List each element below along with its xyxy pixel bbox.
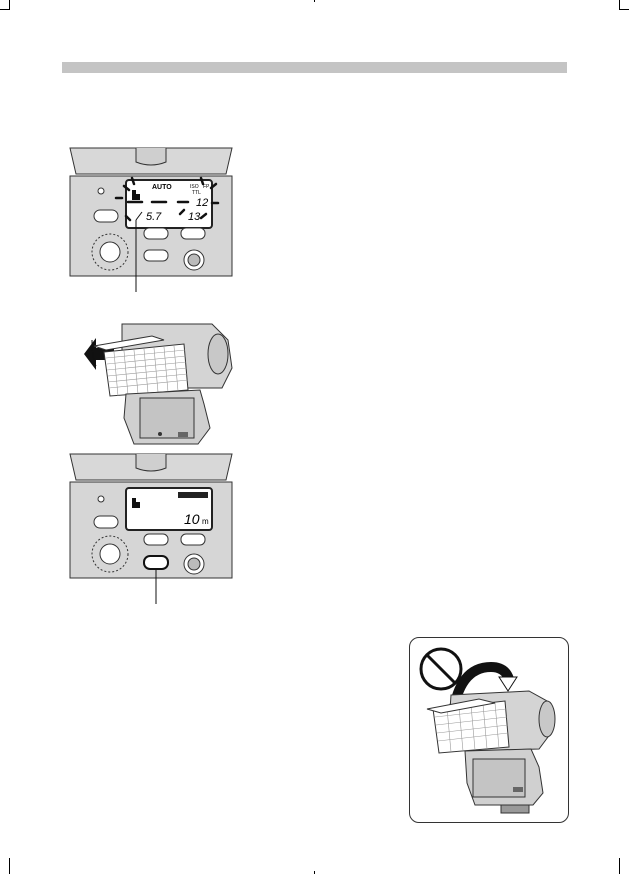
warning-diagram-illustration [409,637,567,821]
lcd-fp-label: FP [203,184,210,190]
lcd-frame-value: 13 [188,211,201,223]
lcd-range-unit: m [202,517,209,526]
lcd-range-value: 10 [184,511,200,527]
crop-mark-top-left-v [9,0,10,10]
section-header-bar [62,62,567,73]
lcd-distance-value: 12 [196,197,208,209]
prohibited-icon [421,649,461,689]
flash-panel-illustration-1: AUTO ISO FP TTL 12 5.7 13 [66,148,236,292]
flash-panel-illustration-3: 10 m [66,454,236,604]
crop-mark-top-right-h [619,9,629,10]
lcd-aperture-value: 5.7 [146,211,162,223]
crop-mark-top-center [314,0,315,2]
flash-head-illustration-2 [82,318,232,444]
crop-mark-bottom-right-v [619,858,620,874]
lcd-ttl-label: TTL [192,190,201,196]
crop-mark-top-right-v [619,0,620,10]
lcd-auto-label: AUTO [152,184,172,191]
crop-mark-bottom-left-v [9,858,10,874]
